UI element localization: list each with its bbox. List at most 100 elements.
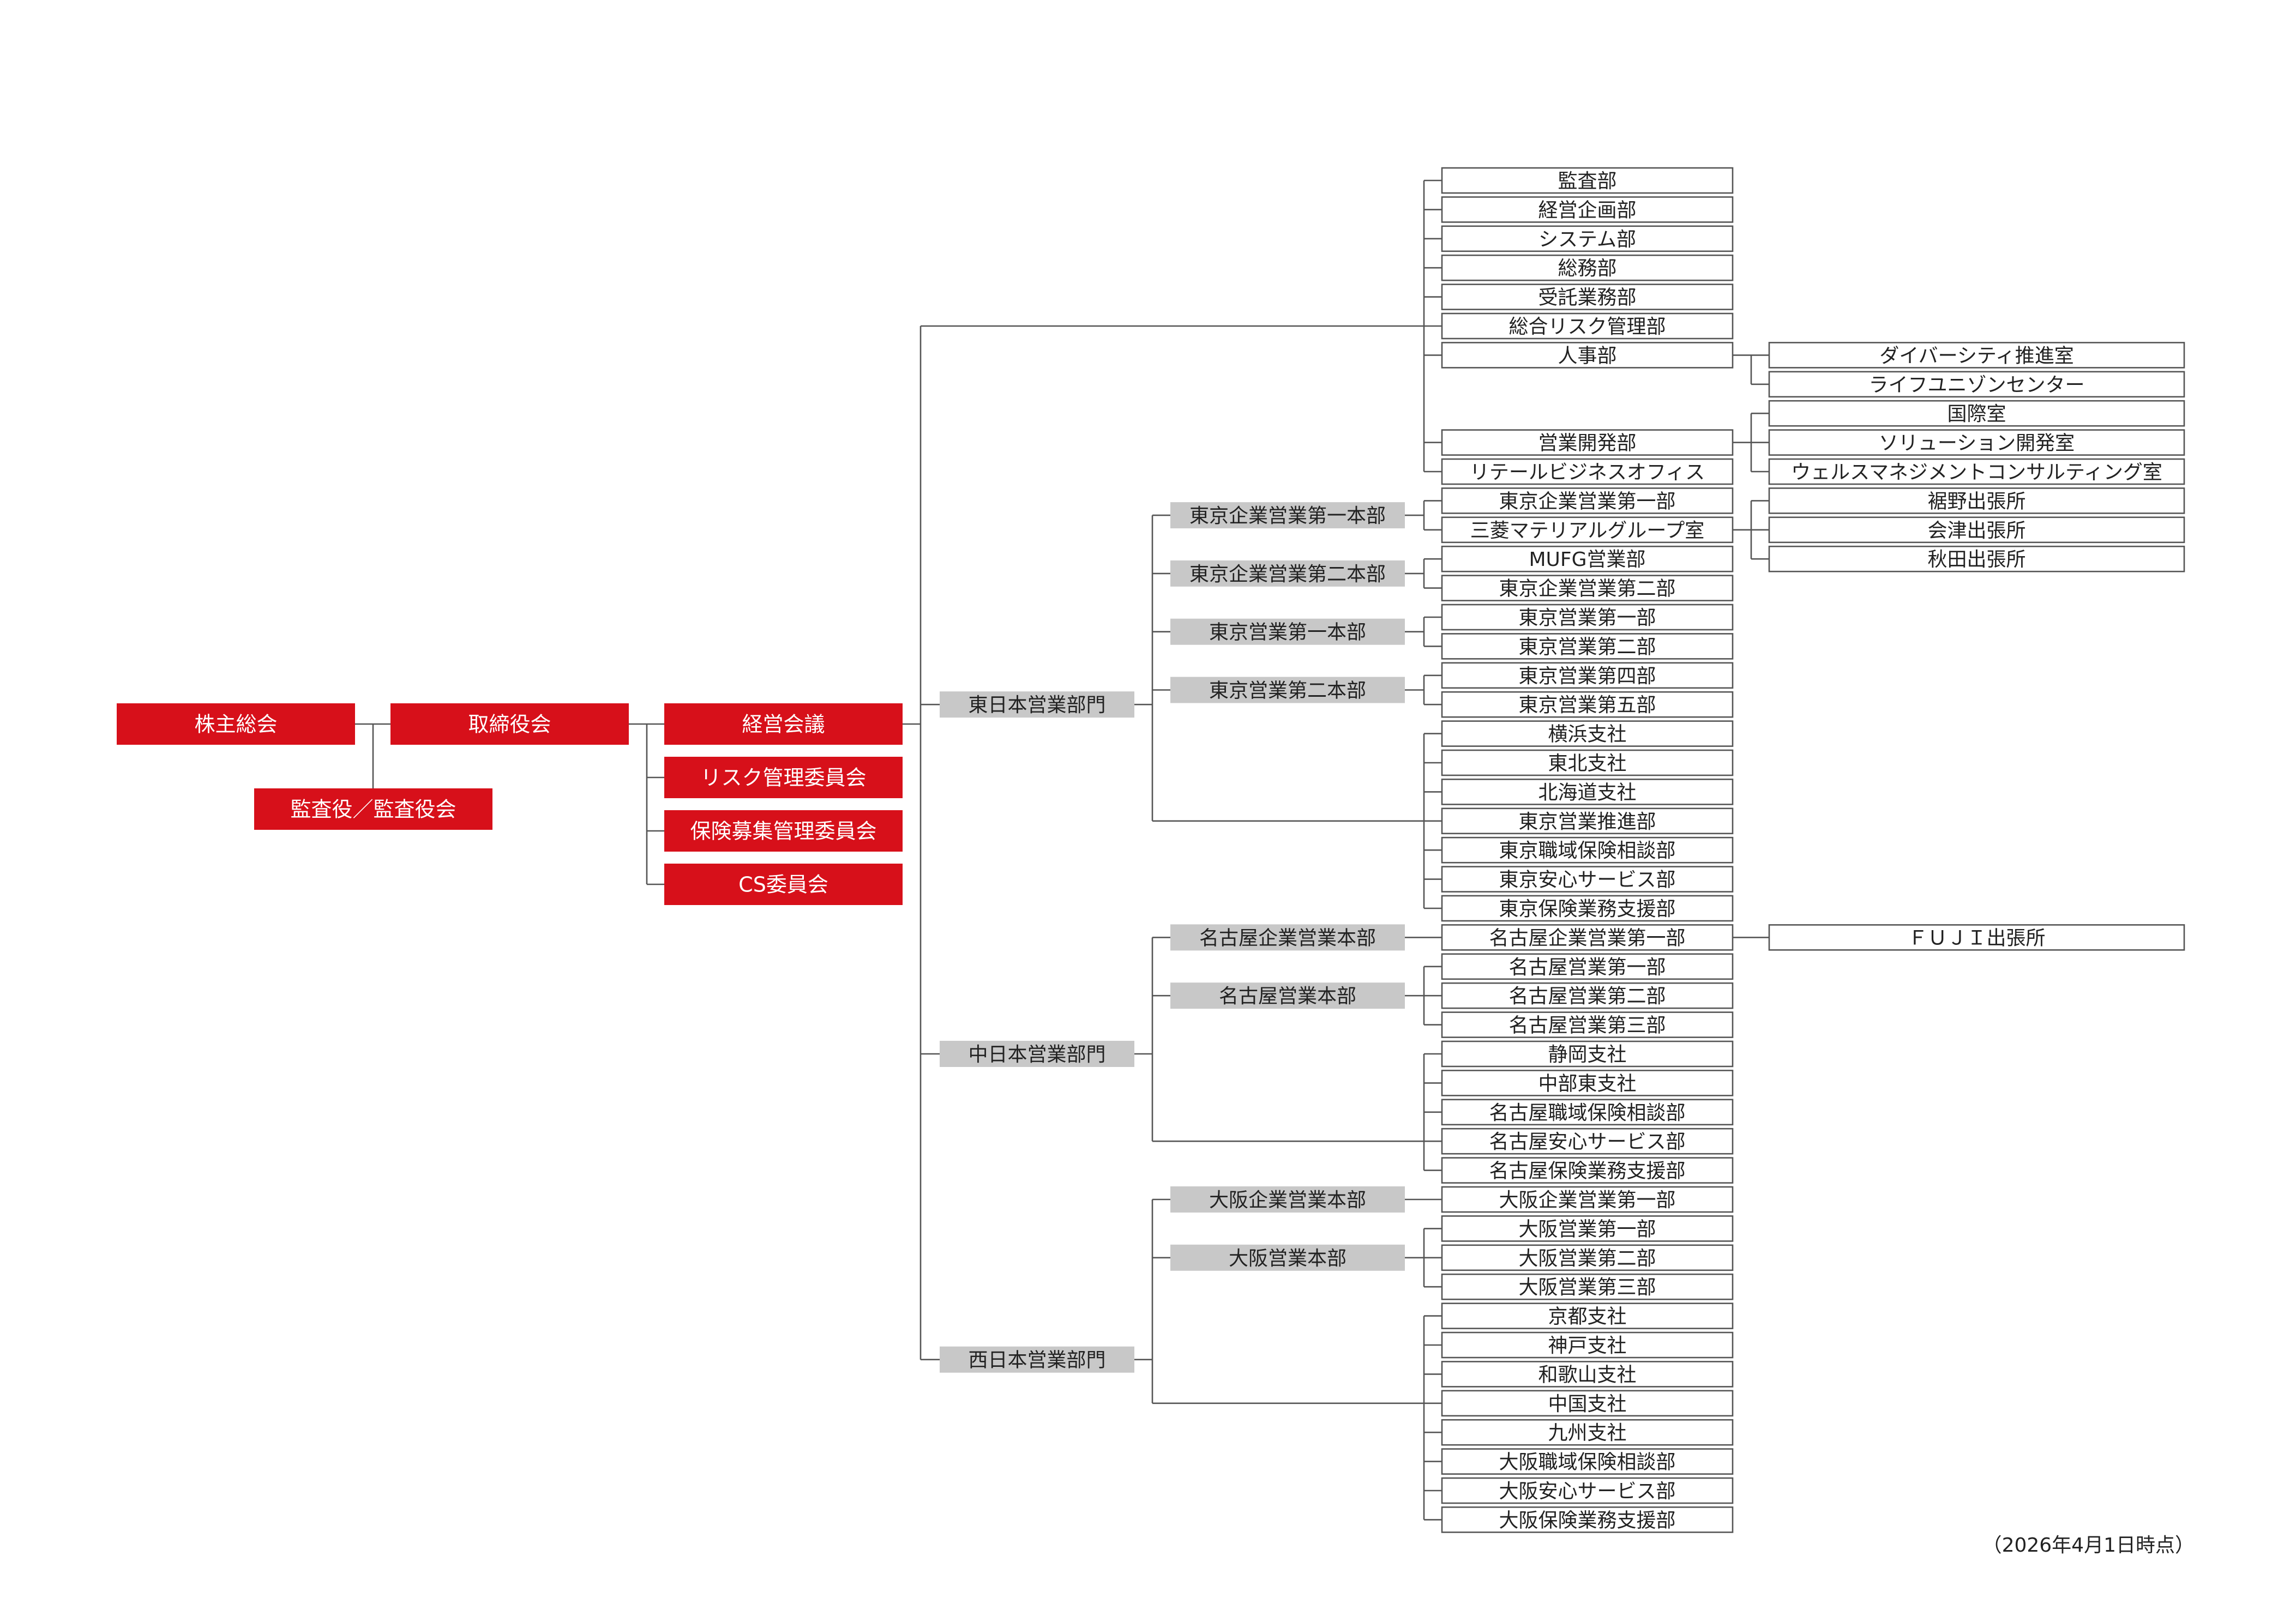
division-3-hq-2: 大阪営業本部 <box>1170 1244 1405 1271</box>
division-1-hq-2-unit-1: MUFG営業部 <box>1441 545 1734 572</box>
auditor-board-box <box>254 788 492 830</box>
division-2-hq-1-unit-1-box <box>1441 924 1734 951</box>
division-1-hq-4-unit-2: 東京営業第五部 <box>1441 691 1734 718</box>
division-1-direct-7: 東京保険業務支援部 <box>1441 895 1734 922</box>
division-1-hq-1-unit-2-box <box>1441 516 1734 544</box>
sales-dev-sub-office-1: 国際室 <box>1768 400 2185 427</box>
division-1-hq-1-box <box>1170 502 1405 529</box>
sales-development-dept-box <box>1441 429 1734 456</box>
head-office-6-box <box>1441 312 1734 340</box>
head-office-2: 経営企画部 <box>1441 196 1734 223</box>
sales-dev-sub-office-3: ウェルスマネジメントコンサルティング室 <box>1768 458 2185 485</box>
division-1-direct-5-label: 東京職域保険相談部 <box>1499 840 1675 862</box>
division-1-hq-3-unit-1-label: 東京営業第一部 <box>1518 607 1656 629</box>
division-3-direct-7-label: 大阪安心サービス部 <box>1499 1480 1675 1503</box>
retail-business-office-label: リテールビジネスオフィス <box>1470 461 1705 484</box>
division-1-hq-1-unit-2-label: 三菱マテリアルグループ室 <box>1470 520 1704 542</box>
division-2-direct-3-label: 名古屋職域保険相談部 <box>1489 1102 1685 1124</box>
division-1-hq-3-unit-2: 東京営業第二部 <box>1441 633 1734 660</box>
management-meeting: 経営会議 <box>664 703 903 745</box>
division-2-direct-5-label: 名古屋保険業務支援部 <box>1489 1160 1685 1183</box>
head-office-5-label: 受託業務部 <box>1538 287 1636 309</box>
division-3-direct-6: 大阪職域保険相談部 <box>1441 1448 1734 1475</box>
management-meeting-box <box>664 703 903 745</box>
division-1-hq-3: 東京営業第一本部 <box>1170 618 1405 645</box>
division-3-direct-1: 京都支社 <box>1441 1303 1734 1329</box>
board-of-directors: 取締役会 <box>390 703 629 745</box>
division-1-hq-3-unit-1: 東京営業第一部 <box>1441 604 1734 631</box>
auditor-board-label: 監査役／監査役会 <box>290 798 456 822</box>
division-1-hq-2-unit-2: 東京企業営業第二部 <box>1441 575 1734 601</box>
head-office-6-label: 総合リスク管理部 <box>1508 316 1666 338</box>
head-office-5: 受託業務部 <box>1441 284 1734 310</box>
hr-sub-office-1-label: ダイバーシティ推進室 <box>1879 345 2073 367</box>
division-1-hq-1-unit-1: 東京企業営業第一部 <box>1441 487 1734 514</box>
division-3-hq-1-unit-1-box <box>1441 1186 1734 1213</box>
division-1-hq-3-unit-2-label: 東京営業第二部 <box>1518 636 1656 658</box>
shareholders-meeting-box <box>117 703 355 745</box>
division-2-hq-2-unit-3-box <box>1441 1011 1734 1038</box>
division-3-hq-2-unit-2-label: 大阪営業第二部 <box>1518 1247 1656 1270</box>
division-1-hq-3-unit-1-box <box>1441 604 1734 631</box>
nagoya-sub-office-1-box <box>1768 924 2185 951</box>
sales-dev-sub-office-3-box <box>1768 458 2185 485</box>
division-1-hq-4-label: 東京営業第二本部 <box>1209 679 1366 702</box>
division-1-hq-1: 東京企業営業第一本部 <box>1170 502 1405 529</box>
division-1-direct-1-box <box>1441 720 1734 747</box>
division-3-hq-1-box <box>1170 1186 1405 1213</box>
head-office-7-label: 人事部 <box>1558 345 1616 367</box>
division-1-direct-3: 北海道支社 <box>1441 779 1734 805</box>
division-3-direct-4: 中国支社 <box>1441 1390 1734 1417</box>
division-2-hq-1-box <box>1170 924 1405 951</box>
division-1-hq-4-unit-2-label: 東京営業第五部 <box>1518 694 1656 716</box>
division-1-hq-2: 東京企業営業第二本部 <box>1170 560 1405 587</box>
division-2-label: 中日本営業部門 <box>968 1044 1105 1066</box>
division-2-hq-1: 名古屋企業営業本部 <box>1170 924 1405 951</box>
division-1-hq-1-label: 東京企業営業第一本部 <box>1189 505 1386 527</box>
division-3-direct-4-box <box>1441 1390 1734 1417</box>
division-2-hq-2: 名古屋営業本部 <box>1170 982 1405 1009</box>
sales-dev-sub-office-2-box <box>1768 429 2185 456</box>
division-2-hq-2-unit-1: 名古屋営業第一部 <box>1441 953 1734 980</box>
division-2-direct-4-label: 名古屋安心サービス部 <box>1489 1131 1685 1153</box>
division-1-hq-4-box <box>1170 677 1405 703</box>
division-1-hq-2-unit-2-label: 東京企業営業第二部 <box>1499 578 1675 600</box>
shareholders-meeting-label: 株主総会 <box>194 713 277 737</box>
division-2-direct-5: 名古屋保険業務支援部 <box>1441 1157 1734 1184</box>
committee-3-label: CS委員会 <box>738 873 828 897</box>
division-1-direct-1: 横浜支社 <box>1441 720 1734 747</box>
division-3-hq-2-box <box>1170 1244 1405 1271</box>
division-1-hq-3-box <box>1170 618 1405 645</box>
division-1-hq-4-unit-1-label: 東京営業第四部 <box>1518 665 1656 688</box>
division-1-hq-1-unit-2: 三菱マテリアルグループ室 <box>1441 516 1734 544</box>
division-3-direct-1-box <box>1441 1303 1734 1329</box>
division-3-direct-8-box <box>1441 1506 1734 1533</box>
head-office-6: 総合リスク管理部 <box>1441 312 1734 340</box>
division-1-direct-2-box <box>1441 749 1734 776</box>
division-1-direct-4-label: 東京営業推進部 <box>1518 811 1656 833</box>
sales-dev-sub-office-2-label: ソリューション開発室 <box>1879 432 2075 455</box>
retail-business-office-box <box>1441 458 1734 485</box>
division-2-hq-1-label: 名古屋企業営業本部 <box>1199 927 1376 949</box>
sales-dev-sub-office-1-label: 国際室 <box>1947 403 2006 425</box>
division-1-direct-2-label: 東北支社 <box>1548 752 1626 775</box>
division-2-box <box>940 1041 1134 1067</box>
division-2-hq-1-unit-1: 名古屋企業営業第一部 <box>1441 924 1734 951</box>
division-3-hq-2-unit-3: 大阪営業第三部 <box>1441 1273 1734 1300</box>
division-2-hq-2-unit-2: 名古屋営業第二部 <box>1441 982 1734 1009</box>
division-1-hq-2-box <box>1170 560 1405 587</box>
head-office-1-box <box>1441 167 1734 194</box>
division-2-direct-1-box <box>1441 1040 1734 1068</box>
division-1-hq-2-label: 東京企業営業第二本部 <box>1189 563 1386 586</box>
division-1-hq-4: 東京営業第二本部 <box>1170 677 1405 703</box>
division-2-direct-4-box <box>1441 1127 1734 1155</box>
division-2-direct-1-label: 静岡支社 <box>1548 1044 1626 1066</box>
division-2-direct-4: 名古屋安心サービス部 <box>1441 1127 1734 1155</box>
head-office-2-box <box>1441 196 1734 223</box>
head-office-7: 人事部 <box>1441 342 1734 369</box>
division-3-hq-2-unit-3-label: 大阪営業第三部 <box>1518 1276 1656 1299</box>
division-2-hq-2-label: 名古屋営業本部 <box>1219 985 1356 1008</box>
division-3-hq-2-label: 大阪営業本部 <box>1229 1247 1347 1270</box>
committee-2: 保険募集管理委員会 <box>664 810 903 852</box>
sales-dev-sub-office-3-label: ウェルスマネジメントコンサルティング室 <box>1791 461 2162 484</box>
